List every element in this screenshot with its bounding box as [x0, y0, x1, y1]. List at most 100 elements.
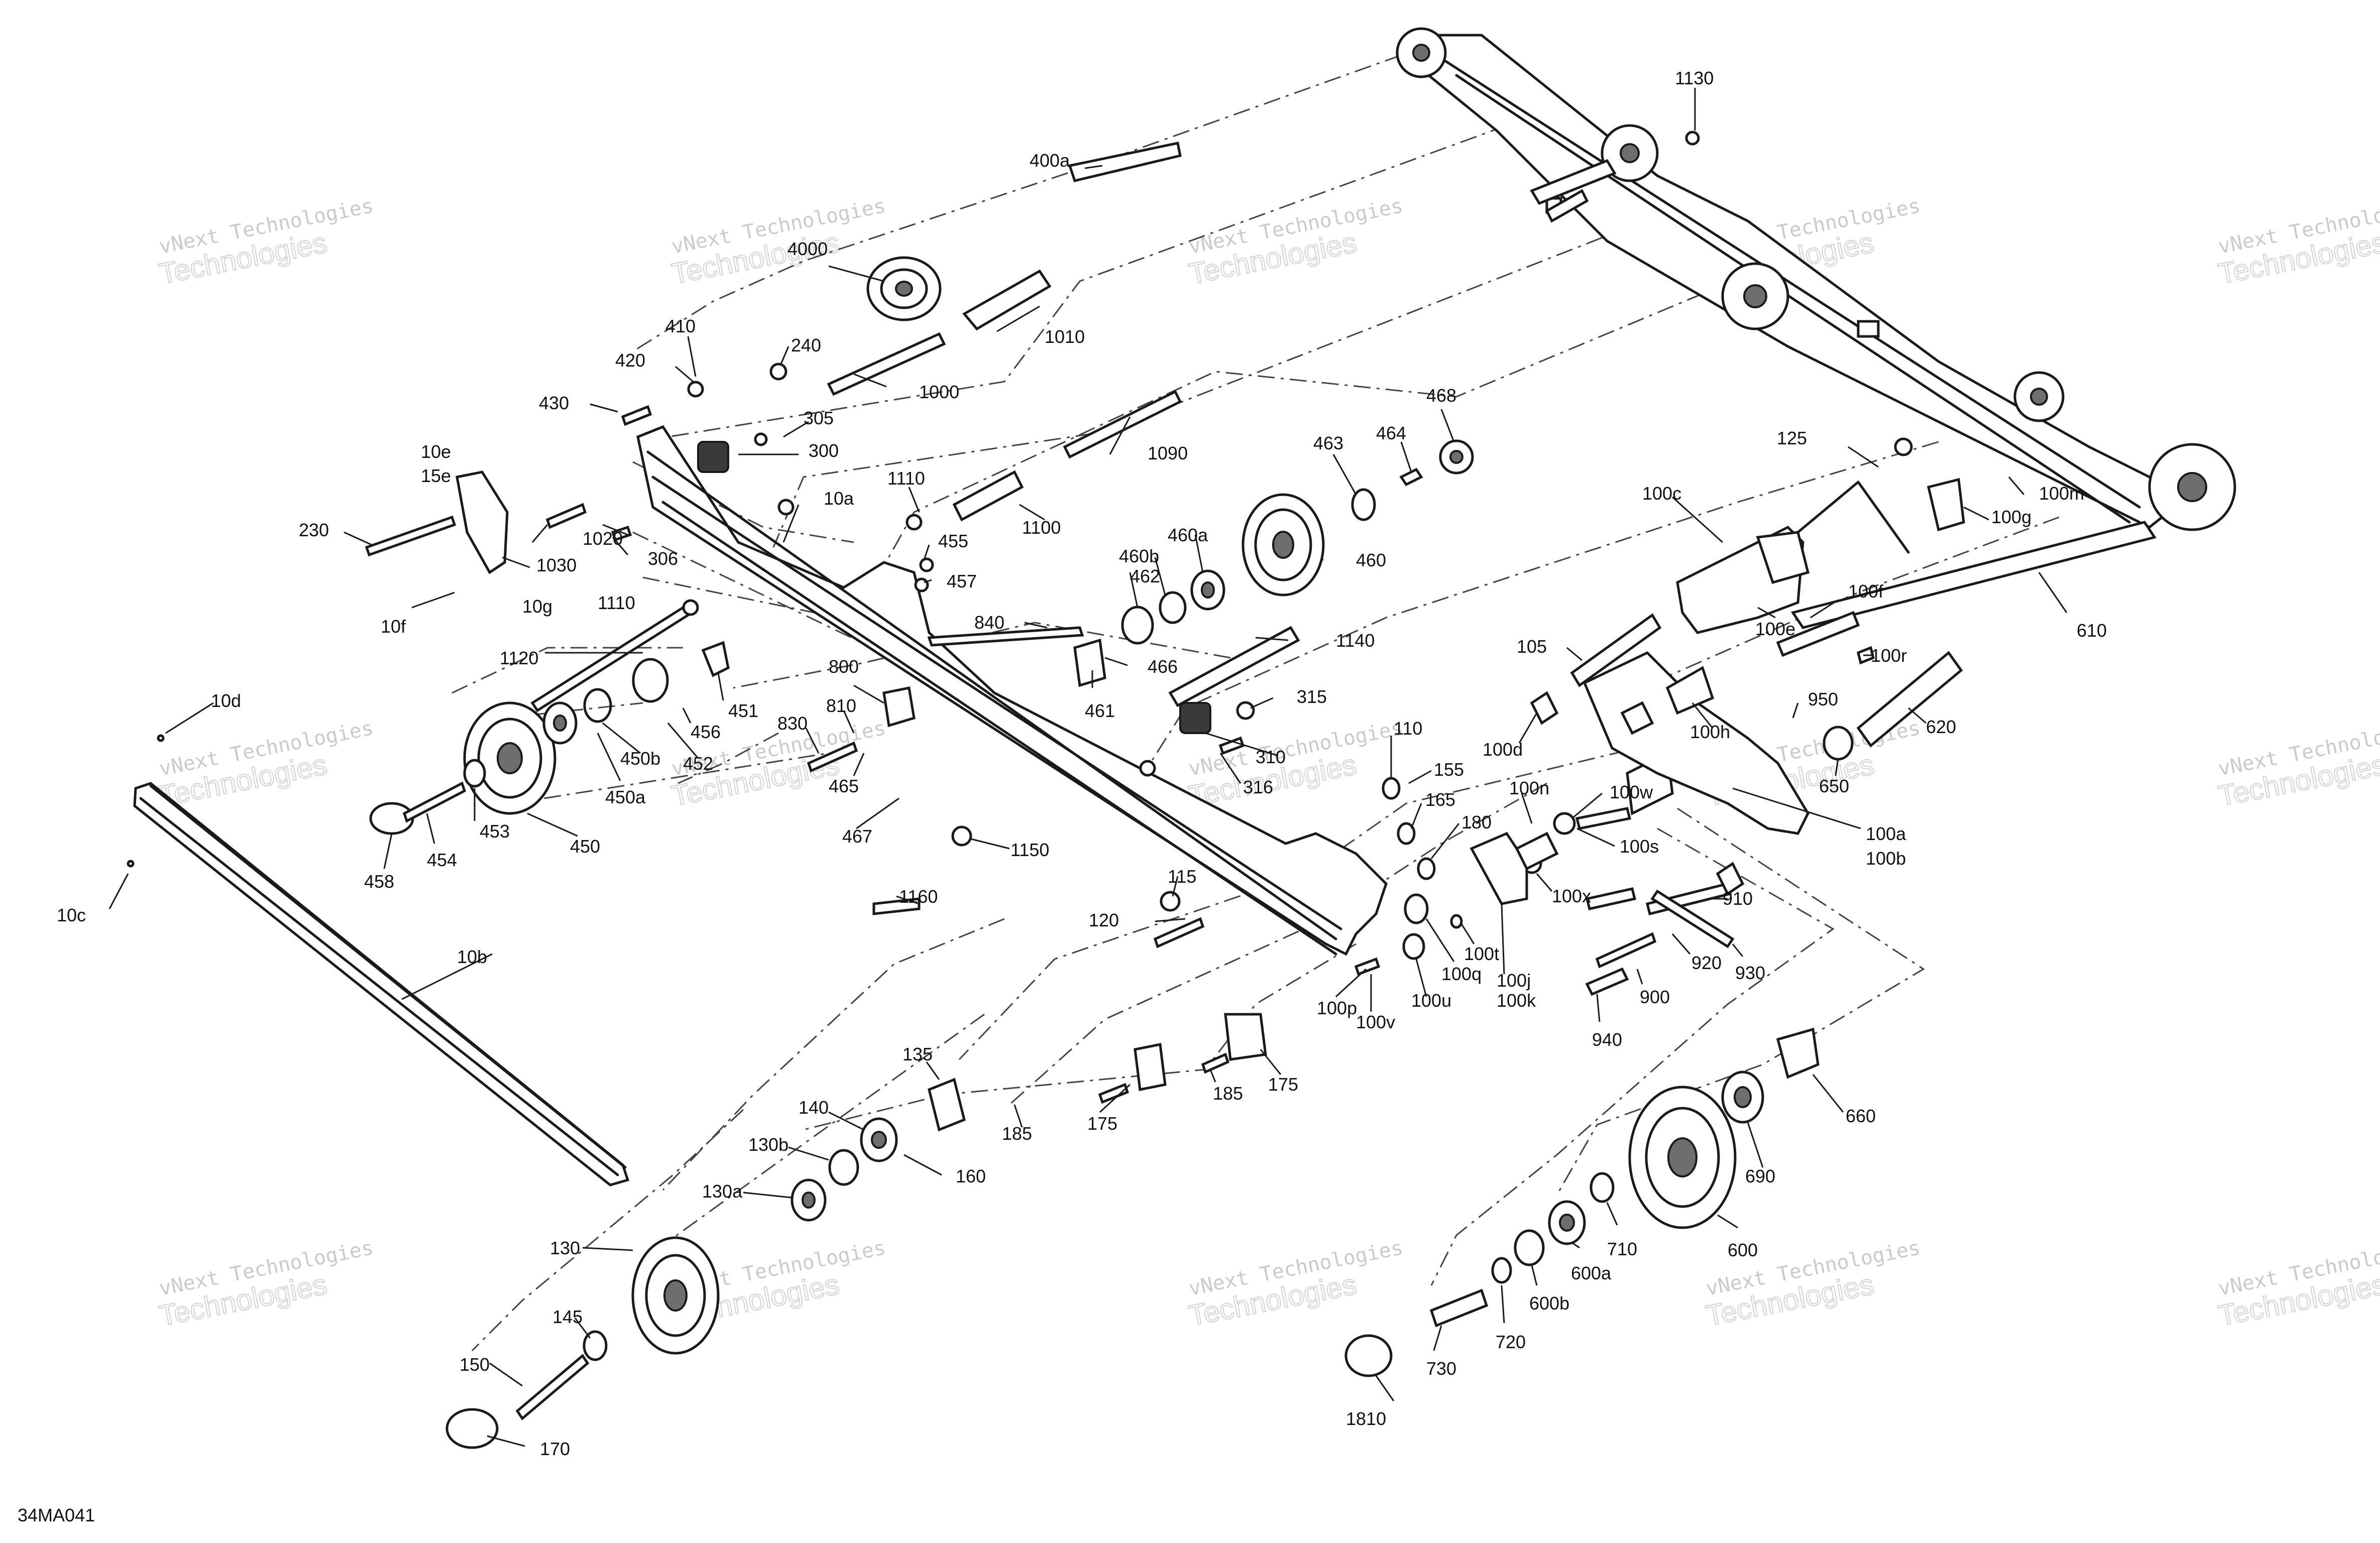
part-label: 130b: [748, 1134, 788, 1155]
part-label: 610: [2077, 620, 2107, 641]
part-label: 1110: [598, 592, 635, 613]
part-label: 306: [648, 548, 678, 569]
wheel-600: [1628, 1086, 1737, 1229]
part-label: 457: [947, 571, 977, 591]
part-label: 125: [1777, 428, 1807, 448]
tube-620: [1856, 651, 1963, 748]
part-label: 465: [829, 776, 859, 796]
part-label: 140: [799, 1097, 829, 1118]
left-rail-10a: [636, 425, 1388, 956]
part-label: 100p: [1317, 998, 1357, 1018]
part-label: 458: [364, 871, 394, 892]
block-660: [1776, 1027, 1820, 1079]
swing-arm-100c: [1515, 481, 1910, 916]
part-label: 120: [1089, 910, 1119, 930]
part-label: 100r: [1871, 645, 1907, 666]
tube-610: [1790, 521, 2157, 629]
part-label: 1010: [1045, 326, 1085, 347]
block-310: [1179, 702, 1211, 734]
part-label: 10c: [57, 905, 86, 925]
part-label: 460a: [1168, 525, 1208, 545]
part-label: 900: [1640, 987, 1670, 1007]
part-label: 100b: [1866, 848, 1906, 869]
wheel-450: [463, 701, 556, 815]
part-label: 600: [1728, 1240, 1758, 1260]
part-label: 100e: [1755, 619, 1795, 639]
part-label: 452: [683, 753, 713, 774]
part-label: 1110: [887, 468, 925, 489]
bolts-and-caps: [127, 405, 1875, 1420]
part-label: 430: [539, 393, 569, 413]
part-label: 100s: [1620, 836, 1659, 857]
part-label: 185: [1002, 1123, 1032, 1144]
part-label: 910: [1723, 888, 1753, 909]
part-label: 100v: [1356, 1012, 1395, 1032]
bearings-and-washers: [369, 363, 1854, 1449]
part-label: 100u: [1411, 990, 1451, 1011]
part-label: 10f: [381, 616, 406, 637]
part-label: 15e: [421, 465, 451, 486]
block-461: [1073, 638, 1106, 687]
block-135: [928, 1078, 966, 1132]
part-label: 1090: [1148, 443, 1188, 463]
part-label: 420: [615, 350, 645, 371]
part-label: 100n: [1509, 778, 1549, 798]
part-label: 100x: [1552, 886, 1591, 906]
part-label: 10d: [211, 690, 241, 711]
tube-1100: [952, 470, 1024, 522]
part-label: 160: [956, 1166, 986, 1186]
part-label: 310: [1256, 747, 1286, 767]
part-label: 100k: [1497, 990, 1536, 1011]
part-label: 468: [1426, 385, 1456, 406]
part-label: 1160: [899, 886, 938, 907]
part-label: 165: [1425, 789, 1455, 810]
part-label: 100g: [1991, 507, 2031, 527]
leader-lines: [108, 88, 2068, 1447]
bolt-1120: [530, 606, 690, 713]
right-rail: [1396, 27, 2236, 531]
part-label: 110: [1394, 718, 1422, 739]
part-label: 100h: [1690, 722, 1730, 742]
block-100g: [1927, 478, 1965, 532]
part-label: 464: [1376, 423, 1406, 443]
block-800: [882, 686, 916, 728]
part-label: 316: [1243, 777, 1273, 797]
part-label: 100w: [1610, 782, 1653, 802]
part-label: 170: [540, 1439, 570, 1459]
part-label: 1120: [500, 648, 538, 668]
part-label: 840: [974, 612, 1004, 633]
part-label: 1150: [1010, 840, 1049, 860]
part-label: 100a: [1866, 823, 1906, 844]
part-label: 100t: [1464, 943, 1499, 964]
part-label: 1020: [583, 528, 623, 549]
part-label: 1000: [919, 382, 959, 402]
part-label: 180: [1461, 812, 1492, 833]
part-label: 130a: [702, 1181, 743, 1202]
part-label: 950: [1808, 689, 1838, 709]
part-label: 150: [460, 1354, 490, 1375]
part-label: 300: [809, 440, 839, 461]
part-label: 240: [791, 335, 821, 355]
diagram-code: 34MA041: [18, 1505, 95, 1525]
part-label: 410: [665, 316, 696, 336]
bracket-10e: [456, 470, 509, 574]
part-label: 456: [691, 722, 721, 742]
part-label: 130: [550, 1238, 580, 1258]
part-label: 930: [1735, 963, 1765, 983]
part-label: 135: [902, 1044, 933, 1064]
shaft-105: [1570, 613, 1662, 687]
part-label: 450b: [620, 748, 660, 769]
part-label: 100d: [1483, 739, 1523, 760]
wheel-130: [631, 1236, 720, 1355]
part-label: 830: [777, 713, 808, 734]
part-label: 100f: [1848, 581, 1884, 602]
part-label: 810: [826, 695, 856, 716]
part-label: 10a: [824, 488, 854, 509]
block-100j: [1469, 832, 1528, 905]
part-label: 10g: [522, 596, 552, 617]
part-label: 100q: [1441, 964, 1482, 984]
wheel-4000: [866, 256, 942, 321]
part-label: 720: [1496, 1332, 1526, 1352]
